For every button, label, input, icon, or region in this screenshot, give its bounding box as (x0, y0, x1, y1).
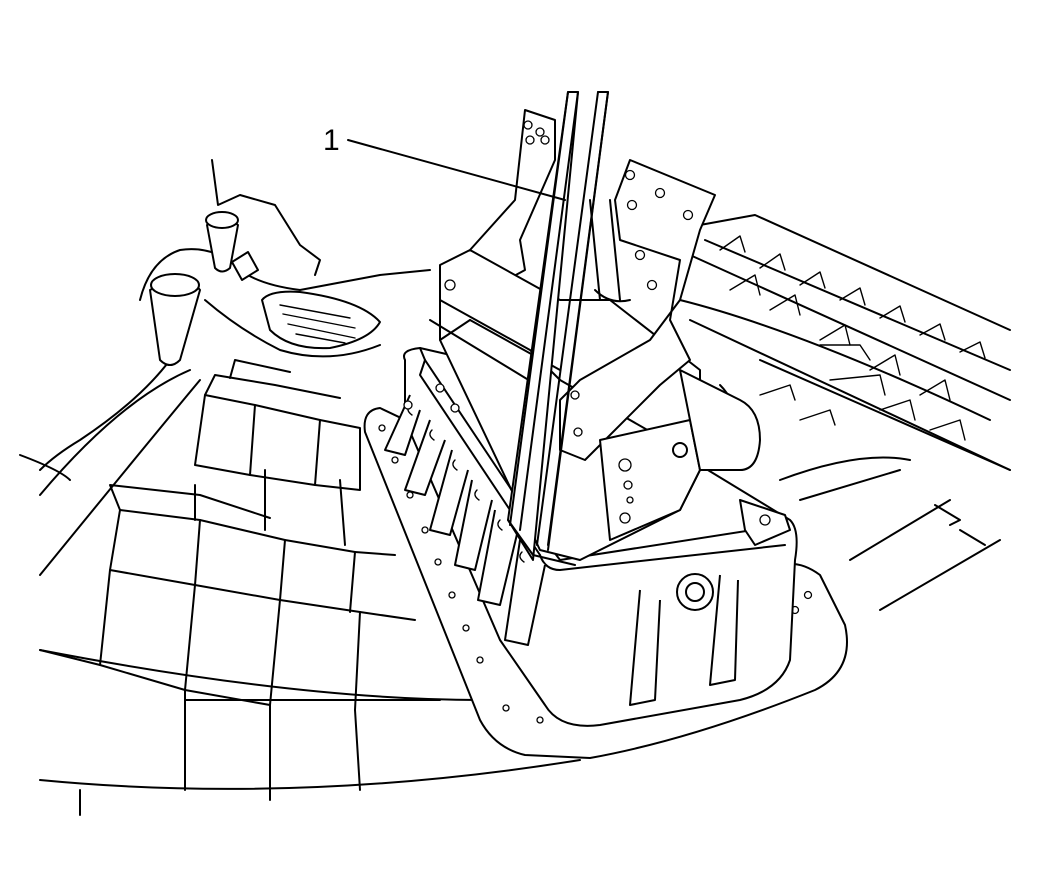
floor-track-right (679, 214, 1011, 611)
floor-rib-grid (19, 359, 581, 816)
vent-icon (261, 290, 381, 350)
shifter-mechanism (403, 109, 791, 561)
console-trim-left (39, 159, 431, 471)
callout-1-label: 1 (323, 124, 340, 157)
callout-1-leader-line (347, 139, 566, 201)
shift-lever-rod (507, 91, 609, 566)
